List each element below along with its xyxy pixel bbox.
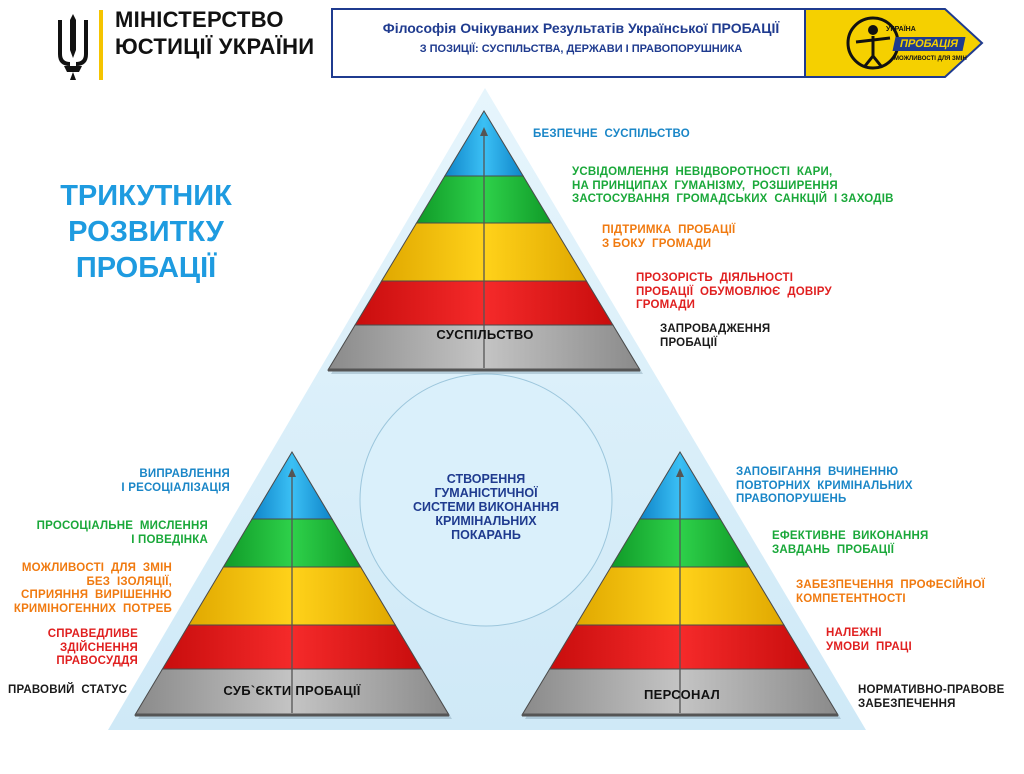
- logo-bottom-text: МОЖЛИВОСТІ ДЛЯ ЗМІН: [894, 56, 967, 62]
- society-base-label: СУСПІЛЬСТВО: [436, 327, 534, 342]
- society-arrow-head: [480, 127, 488, 136]
- subjects-level-5-label: ПРАВОВИЙ СТАТУС: [8, 684, 128, 696]
- ministry-name: МІНІСТЕРСТВО ЮСТИЦІЇ УКРАЇНИ: [115, 6, 314, 60]
- society-level-5-label: ЗАПРОВАДЖЕННЯ ПРОБАЦІЇ: [660, 323, 771, 349]
- probation-logo: УКРАЇНА ПРОБАЦІЯ МОЖЛИВОСТІ ДЛЯ ЗМІН: [842, 12, 977, 74]
- header-title: Філософія Очікуваних Результатів Українс…: [382, 20, 780, 36]
- diagram-title: ТРИКУТНИК РОЗВИТКУ ПРОБАЦІЇ: [30, 178, 262, 286]
- society-level-4-label: ПРОЗОРІСТЬ ДІЯЛЬНОСТІ ПРОБАЦІЇ ОБУМОВЛЮЄ…: [636, 272, 832, 311]
- staff-level-4-label: НАЛЕЖНІ УМОВИ ПРАЦІ: [826, 627, 912, 653]
- staff-level-2-label: ЕФЕКТИВНЕ ВИКОНАННЯ ЗАВДАНЬ ПРОБАЦІЇ: [772, 530, 929, 556]
- diagram-title-line2: РОЗВИТКУ: [68, 216, 224, 248]
- subjects-level-2-label: ПРОСОЦІАЛЬНЕ МИСЛЕННЯ І ПОВЕДІНКА: [36, 520, 208, 546]
- subjects-level-3-label: МОЖЛИВОСТІ ДЛЯ ЗМІН БЕЗ ІЗОЛЯЦІЇ, СПРИЯН…: [13, 562, 172, 615]
- pyramid-staff: [521, 451, 841, 719]
- subjects-level-4-label: СПРАВЕДЛИВЕ ЗДІЙСНЕННЯ ПРАВОСУДДЯ: [47, 628, 138, 667]
- ministry-name-line1: МІНІСТЕРСТВО: [115, 7, 284, 32]
- staff-base-label: ПЕРСОНАЛ: [644, 687, 720, 702]
- diagram-title-line3: ПРОБАЦІЇ: [75, 252, 217, 284]
- header-separator: [99, 10, 103, 80]
- staff-level-5-label: НОРМАТИВНО-ПРАВОВЕ ЗАБЕЗПЕЧЕННЯ: [858, 684, 1005, 710]
- staff-level-1-label: ЗАПОБІГАННЯ ВЧИНЕННЮ ПОВТОРНИХ КРИМІНАЛЬ…: [736, 466, 913, 505]
- trident-icon: [58, 14, 88, 80]
- diagram-title-line1: ТРИКУТНИК: [60, 180, 232, 212]
- society-level-1-label: БЕЗПЕЧНЕ СУСПІЛЬСТВО: [533, 128, 690, 140]
- center-text: СТВОРЕННЯ ГУМАНІСТИЧНОЇ СИСТЕМИ ВИКОНАНН…: [412, 472, 560, 542]
- subjects-level-1-label: ВИПРАВЛЕННЯ І РЕСОЦІАЛІЗАЦІЯ: [121, 468, 230, 494]
- subjects-arrow-head: [288, 468, 296, 477]
- staff-arrow-head: [676, 468, 684, 477]
- staff-level-3-label: ЗАБЕЗПЕЧЕННЯ ПРОФЕСІЙНОЇ КОМПЕТЕНТНОСТІ: [796, 579, 986, 605]
- subjects-base-label: СУБ`ЄКТИ ПРОБАЦІЇ: [223, 683, 361, 698]
- ministry-name-line2: ЮСТИЦІЇ УКРАЇНИ: [115, 34, 315, 59]
- logo-top-text: УКРАЇНА: [886, 26, 916, 33]
- header-subtitle: З ПОЗИЦІЇ: СУСПІЛЬСТВА, ДЕРЖАВИ І ПРАВОП…: [419, 43, 743, 55]
- center-circle: [359, 373, 613, 627]
- pyramid-society: [327, 110, 643, 374]
- society-level-2-label: УСВІДОМЛЕННЯ НЕВІДВОРОТНОСТІ КАРИ, НА ПР…: [572, 166, 894, 205]
- society-level-3-label: ПІДТРИМКА ПРОБАЦІЇ З БОКУ ГРОМАДИ: [602, 224, 736, 250]
- pyramid-subjects: [134, 451, 452, 719]
- ministry-logo: [52, 10, 94, 82]
